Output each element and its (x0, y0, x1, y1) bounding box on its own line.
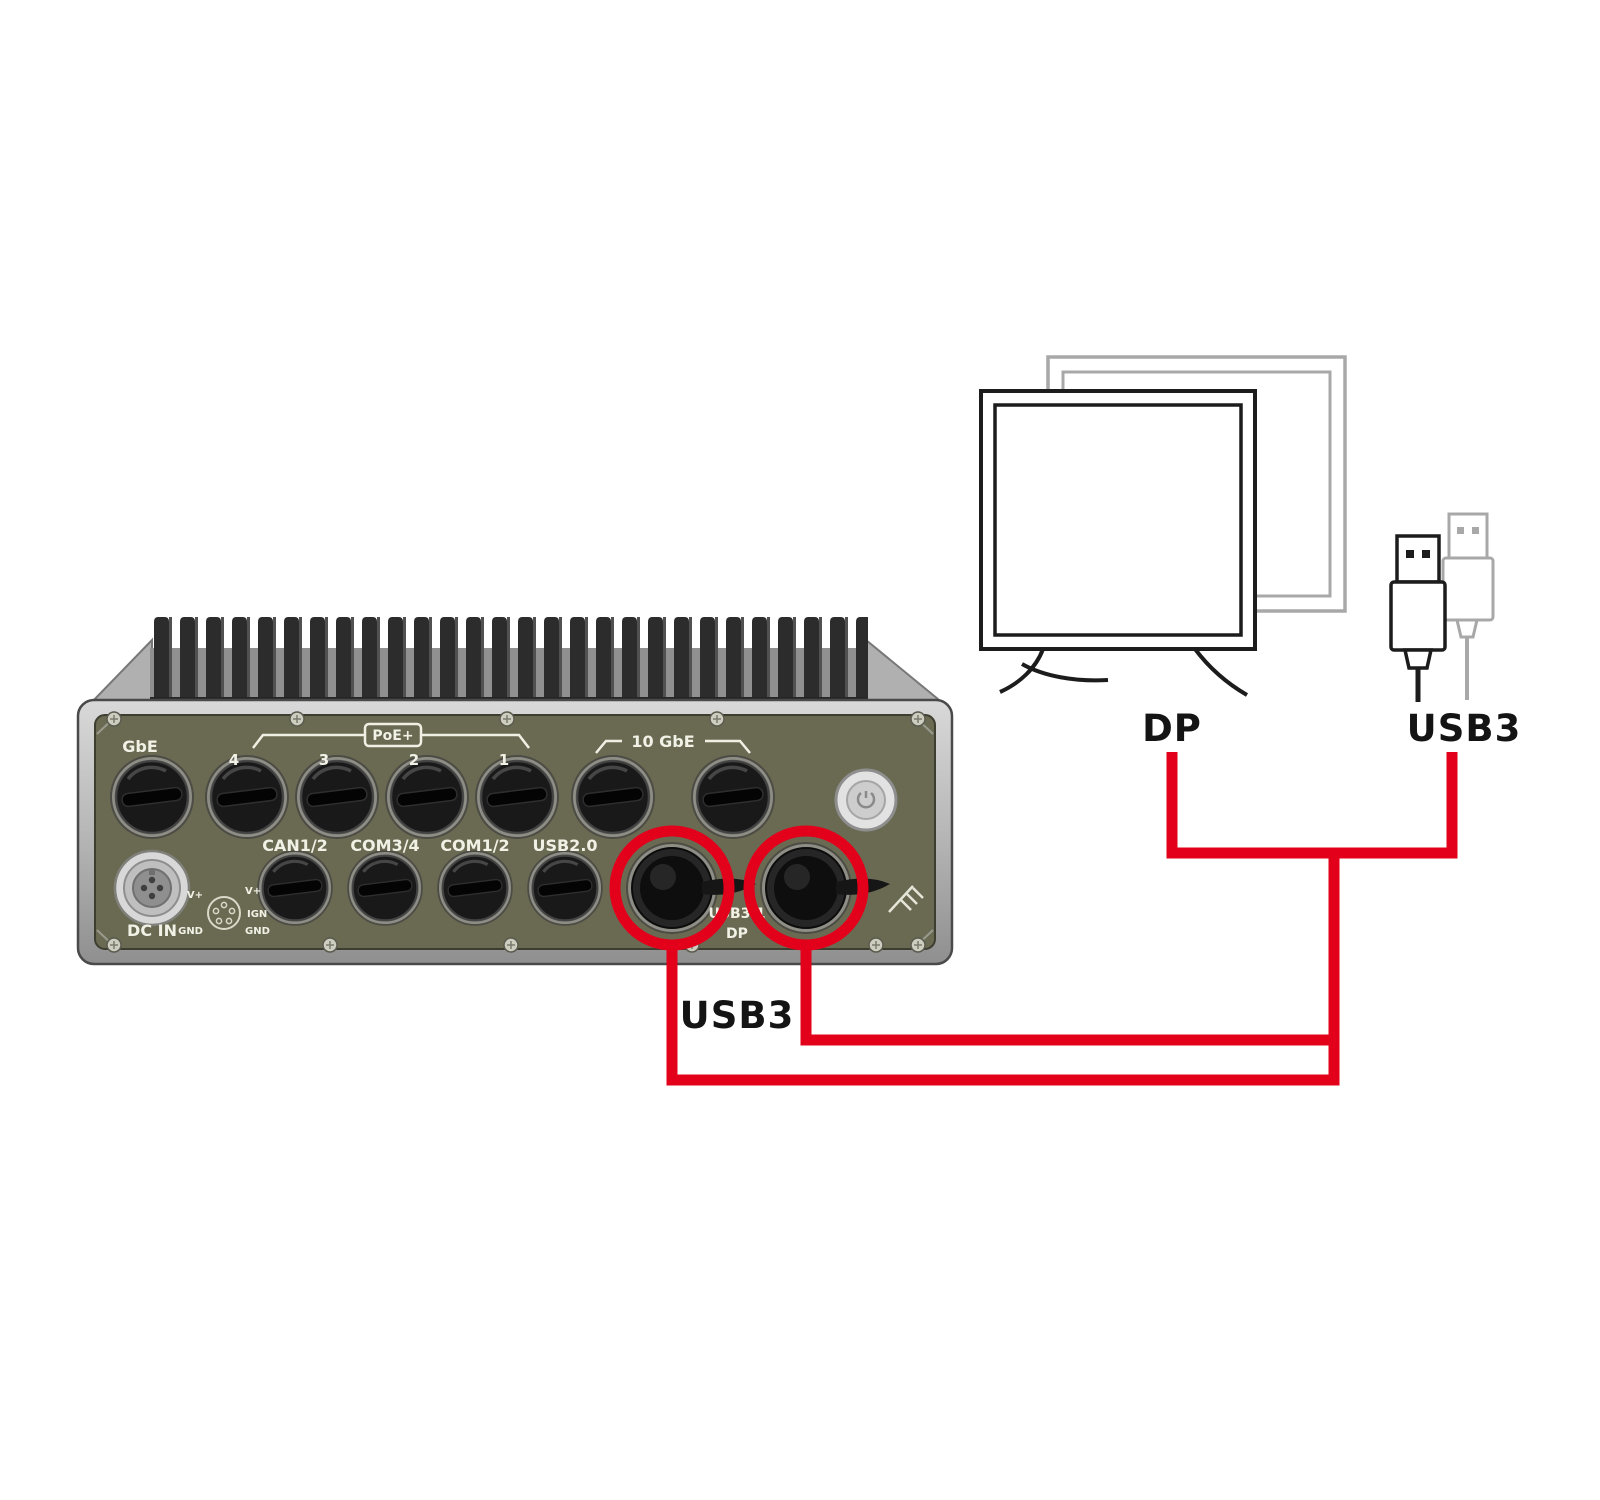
monitor-front (979, 389, 1257, 697)
label-dp-port: DP (726, 926, 748, 942)
label-gbe: GbE (122, 737, 158, 756)
red-line-dp-port-route (800, 945, 1340, 1046)
label-pin-ign: IGN (247, 909, 267, 920)
usb-plug-front (1389, 534, 1447, 702)
label-pin-gnd1: GND (178, 926, 203, 937)
label-poe-port-2: 2 (409, 751, 419, 769)
port-usb20 (526, 849, 604, 927)
port-poe-4 (204, 754, 290, 840)
port-poe-2 (384, 754, 470, 840)
usb-plug-back (1441, 512, 1495, 700)
callout-usb3-ports: USB3 (680, 994, 795, 1037)
usb-contact-hole (1406, 550, 1414, 558)
monitor-stand-leg (1021, 662, 1109, 683)
port-com34 (346, 849, 424, 927)
poe-bracket-right (421, 733, 530, 749)
usb-contact-hole (1457, 527, 1464, 534)
poe-bracket-left (252, 733, 365, 749)
label-pin-v2: V+ (245, 886, 261, 897)
port-can12 (256, 849, 334, 927)
port-10gbe-2 (690, 754, 776, 840)
ten-gbe-bracket-right (705, 739, 751, 754)
port-dc-in (113, 849, 191, 927)
chassis-right-slope (865, 637, 947, 705)
monitor-stand-leg (1193, 647, 1249, 697)
chassis-left-slope (87, 637, 153, 705)
port-poe-1 (474, 754, 560, 840)
rugged-computer: GbE PoE+ 4 3 2 1 10 GbE CAN1/2 COM3/4 CO… (76, 614, 954, 966)
port-poe-3 (294, 754, 380, 840)
label-poe: PoE+ (372, 728, 413, 744)
label-usb20: USB2.0 (532, 836, 597, 855)
red-line-usb3-port-route (666, 945, 1340, 1086)
power-button (834, 768, 898, 832)
port-10gbe-1 (570, 754, 656, 840)
connector-row-1 (109, 754, 898, 840)
label-poe-port-4: 4 (229, 751, 239, 769)
heatsink (87, 614, 947, 705)
ten-gbe-bracket-left (595, 739, 622, 754)
dc-pinout-icon (207, 896, 241, 930)
label-com34: COM3/4 (350, 836, 419, 855)
port-gbe (109, 754, 195, 840)
label-poe-port-3: 3 (319, 751, 329, 769)
label-com12: COM1/2 (440, 836, 509, 855)
label-10gbe: 10 GbE (631, 732, 694, 751)
monitor-stand-leg (999, 648, 1045, 694)
poe-label-box (363, 722, 423, 748)
callout-usb3-peripheral: USB3 (1407, 707, 1522, 750)
label-pin-v1: V+ (187, 890, 203, 901)
label-can12: CAN1/2 (262, 836, 328, 855)
heatsink-fins (150, 614, 868, 704)
label-poe-port-1: 1 (499, 751, 509, 769)
label-dc-in: DC IN (127, 921, 177, 940)
usb-contact-hole (1422, 550, 1430, 558)
callout-dp: DP (1142, 707, 1202, 750)
label-pin-gnd2: GND (245, 926, 270, 937)
ground-symbol-icon (888, 885, 924, 913)
usb-contact-hole (1472, 527, 1479, 534)
highlight-overlay (609, 752, 1458, 1086)
port-com12 (436, 849, 514, 927)
connector-row-2 (113, 842, 924, 934)
